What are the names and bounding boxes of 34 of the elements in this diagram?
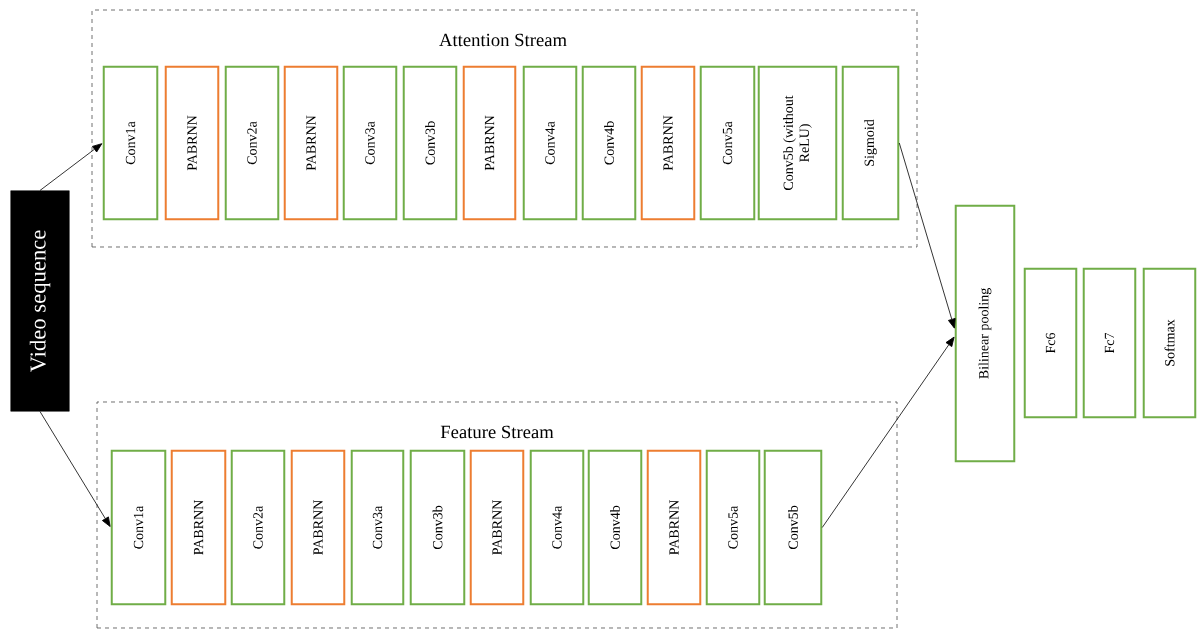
layer-box: Conv4b	[581, 65, 637, 221]
layer-box: PABRNN	[640, 65, 696, 221]
layer-box: PABRNN	[469, 449, 525, 606]
input-box: Video sequence	[10, 190, 70, 412]
layer-box: Conv1a	[110, 449, 167, 606]
layer-box: Conv4b	[587, 449, 643, 606]
layer-box: Conv1a	[102, 65, 159, 221]
layer-box: Conv5b (without ReLU)	[757, 65, 838, 221]
layer-box: Bilinear pooling	[954, 204, 1016, 463]
layer-box: PABRNN	[164, 65, 220, 221]
layer-box: Conv5b	[763, 449, 823, 606]
layer-box: Fc6	[1023, 267, 1078, 419]
layer-box: Conv4a	[522, 65, 578, 221]
layer-box: PABRNN	[462, 65, 517, 221]
arrow	[898, 142, 956, 329]
layer-box: Softmax	[1142, 267, 1197, 419]
layer-box: Conv3b	[409, 449, 466, 606]
layer-box: Sigmoid	[841, 65, 900, 221]
layer-box: Conv2a	[230, 449, 286, 606]
layer-box: Conv3a	[350, 449, 405, 606]
arrow	[39, 411, 111, 527]
layer-box: Conv5a	[699, 65, 756, 221]
layer-box: Conv3b	[402, 65, 458, 221]
layer-box: Conv3a	[342, 65, 398, 221]
arrow	[821, 336, 955, 528]
layer-box: PABRNN	[283, 65, 339, 221]
arrow	[39, 143, 103, 191]
layer-box: Conv2a	[224, 65, 280, 221]
layer-box: Fc7	[1082, 267, 1137, 419]
layer-box: Conv5a	[705, 449, 761, 606]
layer-box: PABRNN	[290, 449, 346, 606]
layer-box: PABRNN	[170, 449, 227, 606]
layer-box: PABRNN	[646, 449, 702, 606]
layer-box: Conv4a	[529, 449, 585, 606]
